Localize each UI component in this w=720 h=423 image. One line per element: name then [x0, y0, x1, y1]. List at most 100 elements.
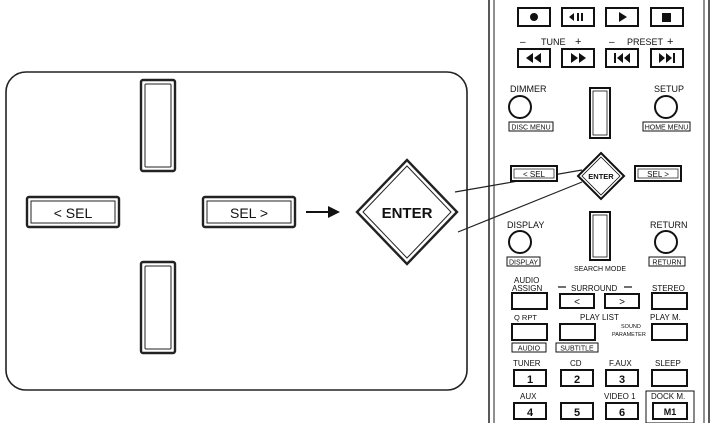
home-menu-label: HOME MENU — [645, 125, 689, 132]
dock-m-label: DOCK M. — [651, 392, 685, 401]
return-sub-label: RETURN — [652, 260, 681, 267]
m1-button[interactable]: M1 — [652, 402, 688, 420]
callout-sel-left-label: < SEL — [54, 205, 93, 221]
num-5-button[interactable]: 5 — [560, 402, 594, 420]
preset-plus-label: + — [667, 36, 673, 48]
num-4-label: 4 — [527, 407, 534, 419]
callout-panel: < SEL SEL > ENTER — [5, 71, 468, 391]
sound-parameter-label-line1: SOUND — [621, 324, 641, 330]
play-list-button[interactable] — [559, 323, 596, 341]
callout-sel-left-key[interactable]: < SEL — [25, 195, 121, 229]
tuner-label: TUNER — [513, 359, 541, 368]
play-list-label: PLAY LIST — [580, 313, 619, 322]
fast-forward-button[interactable] — [561, 48, 595, 68]
preset-minus-label: – — [609, 37, 615, 48]
surround-right-button[interactable]: > — [604, 293, 640, 309]
skip-forward-icon — [659, 53, 665, 63]
down-key[interactable] — [589, 211, 611, 261]
stereo-button[interactable] — [651, 292, 688, 310]
audio-label: AUDIO — [518, 346, 541, 353]
display-label: DISPLAY — [507, 220, 544, 230]
arrow-icon — [306, 206, 340, 218]
rewind-icon — [526, 53, 533, 63]
sel-left-button[interactable]: < SEL — [510, 165, 558, 182]
num-1-label: 1 — [527, 374, 533, 386]
sel-left-label: < SEL — [523, 170, 546, 179]
tune-label: TUNE — [541, 37, 566, 47]
surround-left-label: < — [574, 297, 580, 308]
video-1-label: VIDEO 1 — [604, 392, 636, 401]
preset-label: PRESET — [627, 37, 664, 47]
f-aux-button[interactable]: 3 — [605, 369, 639, 387]
q-rpt-button[interactable] — [511, 323, 548, 341]
play-m-label: PLAY M. — [650, 313, 681, 322]
subtitle-label: SUBTITLE — [560, 346, 594, 353]
aux-button[interactable]: 4 — [513, 402, 547, 420]
disc-menu-box — [508, 121, 554, 132]
surround-left-button[interactable]: < — [559, 293, 595, 309]
return-label: RETURN — [650, 220, 688, 230]
setup-label: SETUP — [654, 84, 684, 94]
sel-right-button[interactable]: SEL > — [634, 165, 682, 182]
dimmer-button[interactable] — [508, 95, 532, 119]
num-5-label: 5 — [574, 407, 580, 419]
setup-button[interactable] — [654, 95, 678, 119]
dock-m-frame — [645, 390, 695, 423]
audio-assign-label-line1: AUDIO — [514, 276, 539, 285]
stop-icon — [662, 13, 671, 22]
rewind-button[interactable] — [517, 48, 551, 68]
return-sub-box — [648, 256, 686, 267]
display-button[interactable] — [508, 230, 532, 254]
cd-button[interactable]: 2 — [560, 369, 594, 387]
aux-label: AUX — [520, 392, 537, 401]
play-button[interactable] — [605, 7, 639, 27]
pause-play-button[interactable] — [561, 7, 595, 27]
subtitle-box — [555, 342, 599, 353]
callout-frame — [5, 71, 468, 391]
num-3-label: 3 — [619, 374, 625, 386]
disc-menu-label: DISC MENU — [511, 125, 550, 132]
surround-right-label: > — [619, 297, 625, 308]
record-button[interactable] — [517, 7, 551, 27]
surround-label: SURROUND — [571, 284, 617, 293]
tuner-button[interactable]: 1 — [513, 369, 547, 387]
search-mode-label: SEARCH MODE — [574, 266, 626, 273]
skip-back-button[interactable] — [605, 48, 639, 68]
callout-enter-label: ENTER — [382, 205, 433, 222]
audio-box — [511, 342, 547, 353]
callout-sel-right-key[interactable]: SEL > — [201, 195, 297, 229]
display-sub-box — [506, 256, 541, 267]
remote-control: – TUNE + – PRESET + DIMMER — [488, 0, 710, 423]
display-sub-label: DISPLAY — [509, 260, 538, 267]
skip-forward-button[interactable] — [650, 48, 684, 68]
enter-button[interactable]: ENTER — [576, 151, 626, 201]
sound-parameter-label-line2: PARAMETER — [612, 332, 646, 338]
sleep-button[interactable] — [651, 369, 688, 387]
pause-play-icon — [569, 13, 574, 21]
num-2-label: 2 — [574, 374, 580, 386]
sel-right-label: SEL > — [647, 170, 669, 179]
audio-assign-button[interactable] — [511, 292, 548, 310]
callout-sel-right-label: SEL > — [230, 205, 268, 221]
stop-button[interactable] — [650, 7, 684, 27]
callout-up-key[interactable] — [139, 78, 177, 173]
stereo-label: STEREO — [652, 284, 685, 293]
audio-assign-label-line2: ASSIGN — [512, 284, 542, 293]
record-icon — [530, 13, 538, 21]
up-key[interactable] — [589, 87, 611, 139]
cd-label: CD — [570, 359, 582, 368]
enter-label: ENTER — [588, 172, 614, 181]
skip-back-icon — [614, 53, 616, 63]
home-menu-box — [642, 121, 691, 132]
fast-forward-icon — [571, 53, 578, 63]
callout-down-key[interactable] — [139, 260, 177, 355]
f-aux-label: F.AUX — [609, 359, 632, 368]
play-m-button[interactable] — [651, 323, 688, 341]
return-button[interactable] — [654, 230, 678, 254]
callout-enter-key[interactable]: ENTER — [355, 158, 459, 266]
q-rpt-label: Q RPT — [514, 313, 537, 322]
video-1-button[interactable]: 6 — [605, 402, 639, 420]
num-6-label: 6 — [619, 407, 625, 419]
dimmer-label: DIMMER — [510, 84, 547, 94]
